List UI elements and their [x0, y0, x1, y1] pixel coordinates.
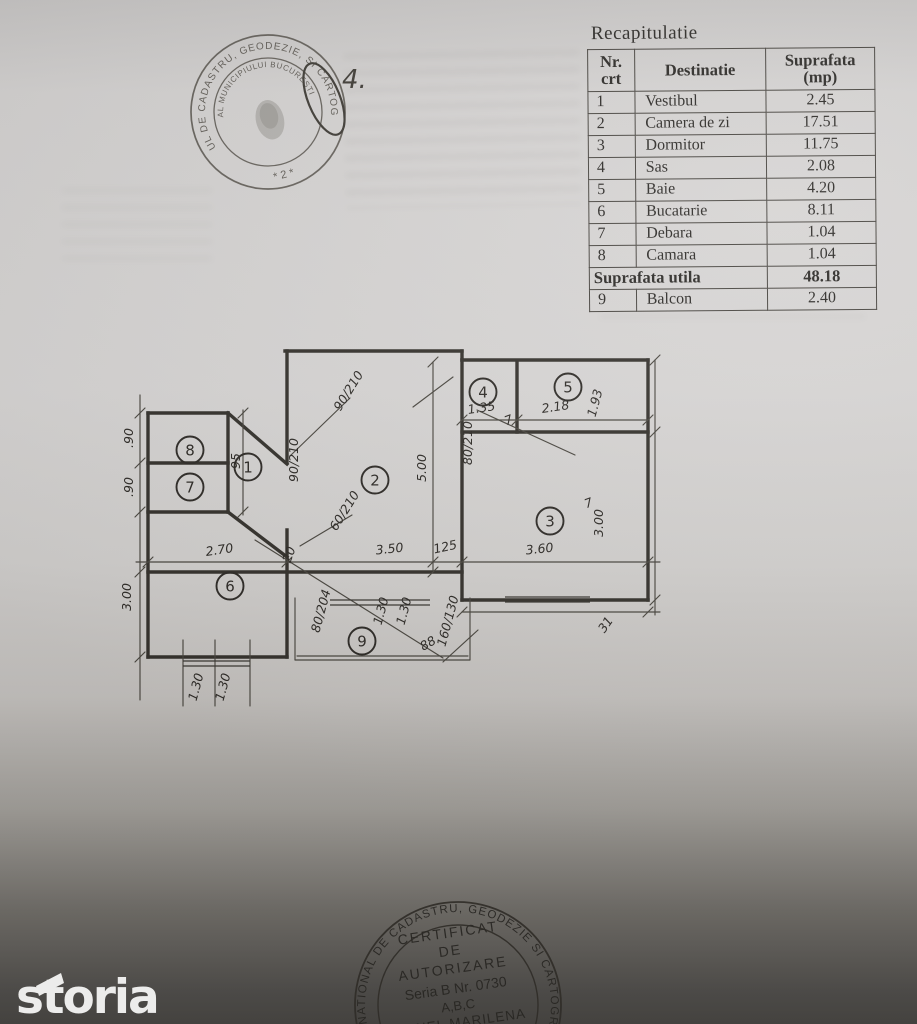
dimension-label: 3.60 — [525, 540, 554, 558]
room-number-circle — [233, 452, 263, 482]
certificate-stamp: OFICIUL NATIONAL DE CADASTRU, GEODEZIE S… — [343, 890, 564, 1024]
thin-segment — [642, 556, 654, 568]
room-number: 1 — [243, 458, 253, 476]
room-number: 8 — [185, 441, 195, 459]
thin-segment — [456, 556, 468, 568]
certificate-line: A,B,C — [440, 996, 476, 1016]
stamp-emblem — [255, 100, 285, 140]
dimension-label: 95 — [228, 453, 243, 469]
stamp-number-mark: * 2 * — [272, 167, 296, 184]
room-number: 3 — [545, 512, 555, 530]
wall-segment — [225, 509, 290, 560]
room-number-circle — [175, 435, 205, 465]
thin-segment — [456, 606, 468, 618]
dimension-label: 90/210 — [330, 368, 366, 413]
floorplan-dimension-lines — [134, 354, 661, 707]
dimension-label: .90 — [121, 428, 136, 448]
room-number: 7 — [185, 478, 195, 496]
wall-segment — [225, 410, 290, 467]
thin-segment — [237, 506, 249, 518]
room-number-circle — [347, 626, 377, 656]
thin-segment — [134, 651, 146, 663]
dimension-label: 31 — [595, 614, 616, 636]
thin-segment — [412, 376, 454, 408]
dimension-label: 160/130 — [434, 594, 462, 648]
dimension-label: 5.00 — [414, 454, 429, 482]
dimension-label: .90 — [121, 477, 136, 497]
dimension-label: 3.00 — [119, 583, 134, 611]
dimension-label: 7 — [582, 494, 595, 511]
dimension-label: 1.30 — [370, 595, 392, 626]
dimension-label: 60/210 — [326, 488, 362, 533]
room-number-circle — [535, 506, 565, 536]
room-number-circle — [468, 377, 498, 407]
dimension-label: 3.00 — [591, 509, 606, 537]
dimension-label: 80/204 — [308, 588, 334, 634]
thin-segment — [642, 414, 654, 426]
dimension-label: 2.70 — [205, 540, 235, 559]
thin-segment — [649, 354, 661, 366]
handwritten-number: 4. — [342, 65, 367, 95]
cadastru-office-stamp: OFICIUL DE CADASTRU, GEODEZIE, SI CARTOG… — [182, 26, 346, 190]
thin-segment — [649, 426, 661, 438]
dimension-label: 88 — [417, 633, 438, 654]
room-number-circle — [215, 571, 245, 601]
thin-segment — [281, 556, 293, 568]
thin-segment — [511, 414, 523, 426]
dimension-label: 90/210 — [286, 438, 301, 482]
thin-segment — [456, 414, 468, 426]
room-number: 9 — [357, 632, 367, 650]
thin-segment — [134, 506, 146, 518]
thin-segment — [427, 556, 439, 568]
thin-segment — [427, 356, 439, 368]
floorplan-windows — [183, 596, 590, 667]
room-number-circle — [360, 465, 390, 495]
dimension-label: 1.93 — [584, 387, 606, 418]
dimension-label: 3.50 — [375, 540, 404, 558]
storia-watermark: storia — [16, 970, 160, 1024]
thin-segment — [289, 397, 351, 457]
thin-segment — [642, 606, 654, 618]
thin-segment — [649, 594, 661, 606]
dimension-label: 2.18 — [541, 397, 571, 416]
thin-segment — [134, 407, 146, 419]
room-number: 5 — [563, 378, 573, 396]
room-number: 6 — [225, 577, 235, 595]
handwritten-annotation: 4. — [302, 62, 367, 136]
thin-segment — [254, 539, 444, 659]
thin-segment — [442, 629, 479, 663]
dimension-label: 125 — [432, 537, 459, 557]
certificate-line: DE — [438, 941, 463, 960]
thin-segment — [142, 556, 154, 568]
thin-segment — [427, 566, 439, 578]
dimension-label: 1.30 — [393, 595, 415, 626]
thin-segment — [237, 407, 249, 419]
thin-segment — [134, 566, 146, 578]
dimension-label: 1.35 — [467, 398, 497, 417]
room-number-circle — [175, 472, 205, 502]
thin-segment — [299, 514, 353, 547]
dimension-label: 1.30 — [185, 671, 207, 702]
dimension-label: 1.30 — [212, 671, 234, 702]
thin-segment — [134, 457, 146, 469]
storia-logo-text: storia — [16, 970, 158, 1024]
room-number-circle — [553, 372, 583, 402]
storia-flag-icon — [36, 973, 64, 996]
thin-segment — [476, 409, 576, 456]
floorplan-room-numbers: 1 2 3 4 5 6 7 8 9 — [175, 372, 583, 656]
dimension-label: 80/210 — [460, 421, 475, 465]
room-number: 2 — [370, 471, 380, 489]
dimension-label: 20 — [279, 544, 299, 564]
room-number: 4 — [478, 383, 488, 401]
